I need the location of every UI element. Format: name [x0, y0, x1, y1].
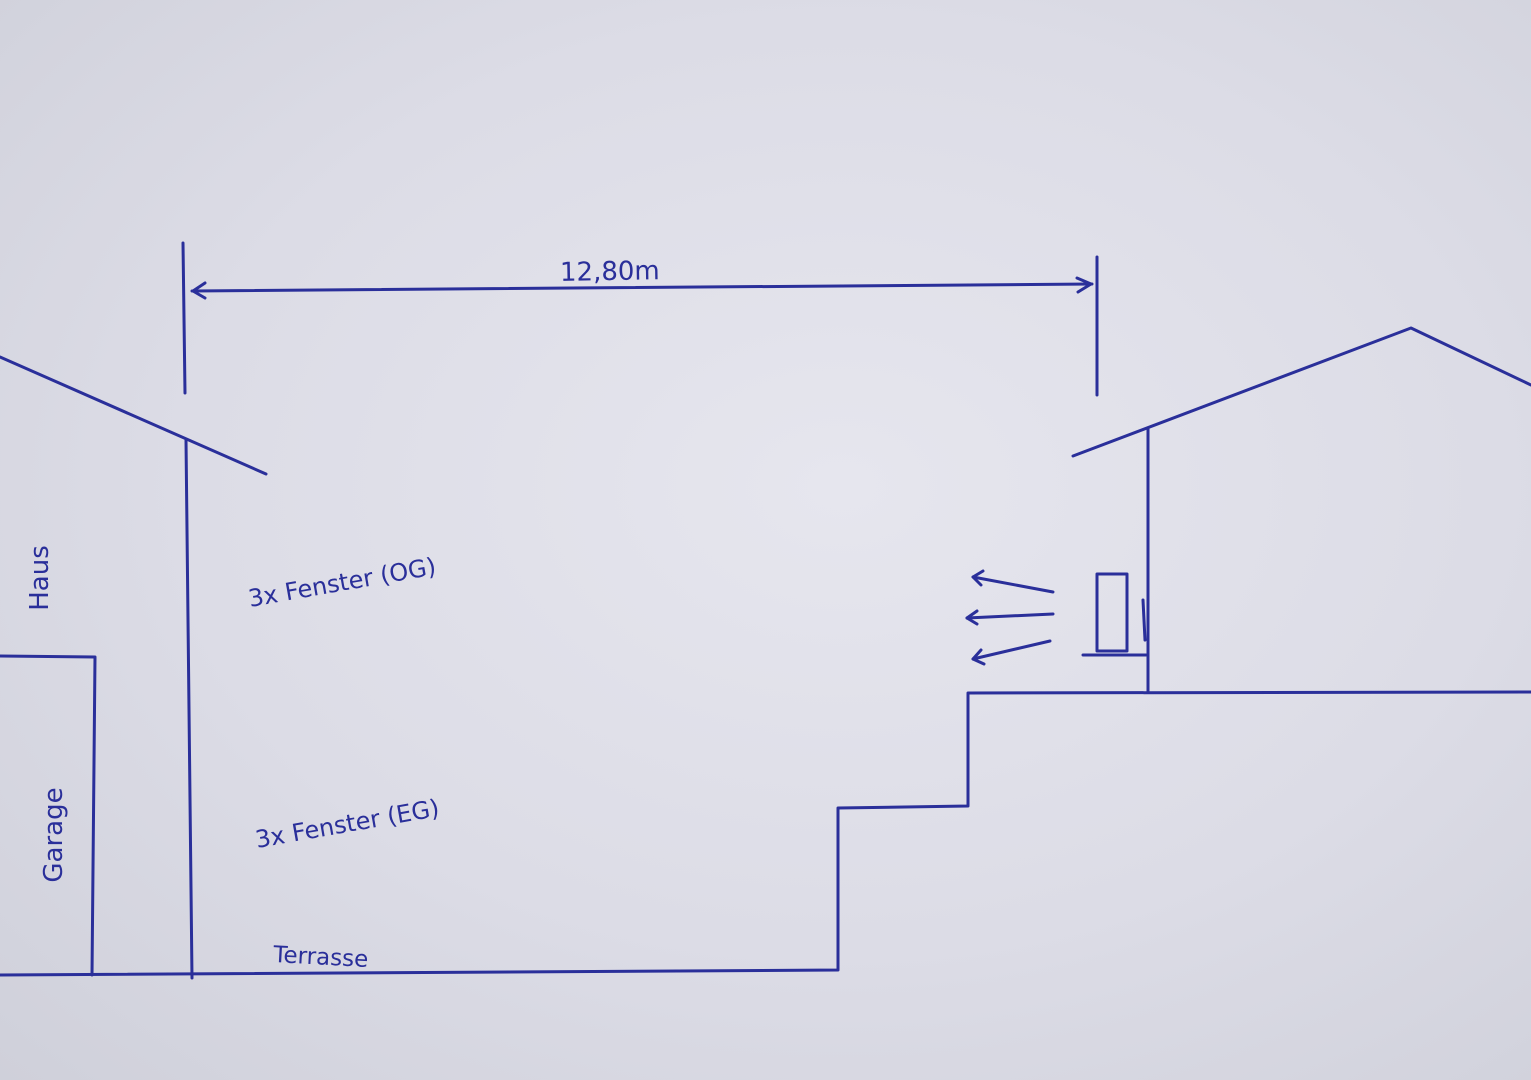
garage: Garage	[0, 654, 97, 977]
dimension-label: 12,80m	[560, 256, 660, 288]
left-house-roof	[0, 355, 268, 476]
terrace-outline	[0, 690, 1531, 977]
airflow-arrow-shaft	[965, 612, 1055, 620]
heat-pump-bracket	[1141, 598, 1147, 642]
left-house-wall	[184, 438, 194, 980]
dimension-annotation: 12,80m	[181, 241, 1099, 397]
airflow-arrowhead	[971, 648, 986, 666]
arrowhead-left	[191, 281, 207, 300]
left-house: Haus	[0, 355, 268, 980]
garage-label: Garage	[39, 787, 69, 882]
airflow-arrows	[965, 569, 1055, 666]
dimension-line	[190, 282, 1094, 293]
windows-og-label: 3x Fenster (OG)	[246, 552, 438, 613]
haus-label: Haus	[25, 545, 55, 611]
heat-pump-body	[1095, 572, 1129, 653]
windows-eg-label: 3x Fenster (EG)	[253, 794, 441, 854]
terrasse-label: Terrasse	[272, 942, 369, 973]
right-house	[1071, 326, 1531, 694]
heat-pump-unit	[1081, 572, 1148, 657]
garage-outline	[0, 654, 97, 977]
right-house-roof	[1071, 326, 1531, 458]
airflow-arrowhead	[965, 609, 979, 626]
airflow-arrow-shaft	[971, 639, 1052, 661]
airflow-arrow-shaft	[971, 575, 1055, 594]
arrowhead-right	[1075, 276, 1093, 294]
airflow-arrowhead	[971, 569, 985, 587]
dimension-extension-left	[181, 241, 187, 395]
